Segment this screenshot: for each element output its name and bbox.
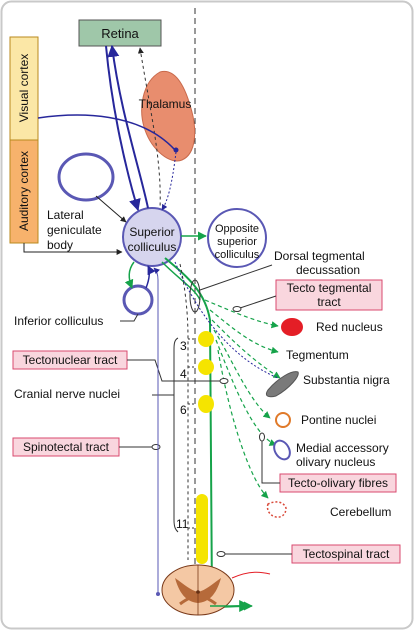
auditory-cortex-box (9, 139, 39, 244)
medial-accessory-olivary-shape (273, 439, 291, 461)
visual-cortex-label: Visual cortex (17, 54, 31, 122)
red-nucleus-shape (281, 318, 303, 336)
lgb-label-1: Lateral (47, 208, 84, 222)
retina-to-sc-path-2 (107, 44, 149, 209)
cerebellum-shape (266, 501, 287, 518)
tectonuclear-label: Tectonuclear tract (23, 353, 118, 367)
nucleus-3-label: 3 (180, 339, 187, 353)
spinal-blue-dot (156, 592, 160, 596)
inferior-colliculus-label: Inferior colliculus (14, 314, 103, 328)
dtd-label-2: decussation (296, 263, 360, 277)
spinotectal-oval (151, 444, 161, 450)
green-dash-substantia (211, 319, 281, 379)
nucleus-4-label: 4 (180, 367, 187, 381)
nucleus-6-label: 6 (180, 403, 187, 417)
substantia-nigra-label: Substantia nigra (303, 373, 390, 387)
lgb-label-2: geniculate (47, 223, 102, 237)
ic-to-sc-2 (145, 265, 156, 289)
ttt-leader (239, 295, 277, 309)
blue-dotted-substantia (174, 261, 279, 379)
visual-cortex-box (9, 36, 39, 141)
auditory-cortex-label: Auditory cortex (17, 151, 31, 231)
thalamus-dot (173, 147, 179, 153)
dtd-leader (199, 264, 273, 291)
substantia-nigra-shape (265, 371, 299, 398)
inferior-colliculus (122, 284, 154, 316)
tecto-olivary-label: Tecto-olivary fibres (288, 476, 388, 490)
lgb-to-sc (95, 195, 127, 223)
mao-label-2: olivary nucleus (296, 455, 375, 469)
nucleus-6 (198, 395, 214, 413)
tectonuclear-oval (219, 378, 229, 384)
cerebellum-label: Cerebellum (330, 505, 391, 519)
spinal-cord-section (161, 564, 235, 616)
ttt-oval (232, 306, 242, 312)
red-nucleus-label: Red nucleus (316, 320, 383, 334)
tecto-olivary-oval (259, 432, 265, 442)
sc-label-2: colliculus (128, 240, 177, 254)
tectospinal-oval (216, 551, 226, 557)
dorsal-tegmental-decussation (189, 279, 201, 313)
green-dash-red-nucleus (204, 299, 279, 329)
opposite-superior-colliculus (207, 208, 267, 268)
tecto-olivary-leader (261, 438, 280, 484)
ttt-label-1: Tecto tegmental (287, 281, 372, 295)
green-dash-olivary (215, 339, 277, 446)
tegmentum-label: Tegmentum (286, 348, 349, 362)
retina-box (78, 19, 162, 47)
retina-label: Retina (101, 26, 139, 41)
ttt-label-2: tract (317, 295, 341, 309)
inferior-colliculus-leader (120, 313, 139, 322)
nucleus-11-label: 11 (176, 517, 189, 531)
tecto-tegmental-tract-box (275, 279, 383, 311)
lateral-geniculate-body (57, 152, 115, 202)
tectospinal-label: Tectospinal tract (303, 547, 390, 561)
pontine-nuclei-label: Pontine nuclei (301, 413, 376, 427)
dtd-label-1: Dorsal tegmental (274, 249, 365, 263)
green-dash-cerebellum (217, 349, 269, 499)
thalamus-label: Thalamus (139, 97, 192, 111)
nucleus-4 (198, 359, 214, 375)
nucleus-11 (196, 494, 208, 564)
visual-cortex-to-thalamus (37, 114, 176, 151)
green-dash-tegmentum (209, 309, 279, 354)
cranial-nerve-bracket (173, 337, 179, 533)
auditory-cortex-to-sc (23, 243, 123, 255)
spinotectal-blue-path (153, 267, 160, 592)
ic-to-sc-1 (124, 261, 135, 289)
mao-label-1: Medial accessory (296, 441, 389, 455)
osc-label-1: Opposite (215, 223, 259, 235)
nucleus-3 (198, 331, 214, 347)
spinotectal-label: Spinotectal tract (23, 440, 110, 454)
lgb-label-3: body (47, 238, 73, 252)
retina-to-sc-path (105, 45, 141, 212)
pontine-nuclei-shape (275, 412, 291, 428)
sc-label-1: Superior (129, 225, 174, 239)
green-dash-pontine (213, 329, 271, 419)
thalamus-to-sc (161, 151, 177, 211)
cranial-nerve-nuclei-label: Cranial nerve nuclei (14, 387, 120, 401)
tectospinal-green-2 (161, 261, 201, 301)
osc-label-2: superior (217, 236, 257, 248)
osc-label-3: colliculus (215, 249, 260, 261)
spinal-red-input (231, 571, 271, 579)
thalamus-shape (141, 70, 196, 162)
